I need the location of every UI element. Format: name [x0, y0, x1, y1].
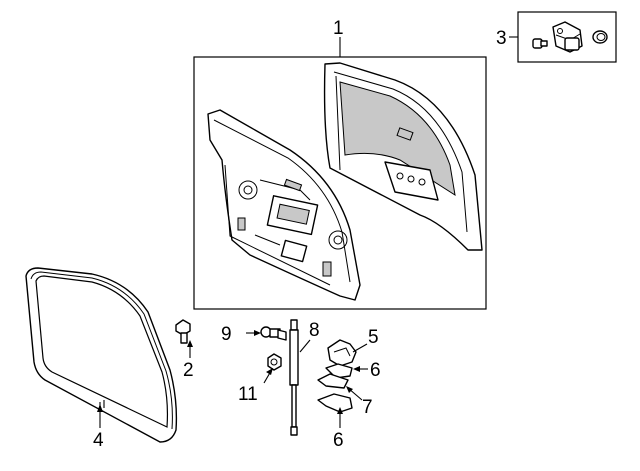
liftgate-outer-panel: [323, 62, 483, 251]
weatherstrip-seal: 4: [25, 267, 178, 451]
callout-3: 3: [496, 28, 507, 49]
liftgate-assembly: 1: [193, 18, 487, 310]
callout-9-leader: [299, 339, 311, 353]
callout-7: 7: [362, 397, 373, 418]
hinge-bolt: [532, 38, 548, 49]
liftgate-inner-panel: [207, 109, 361, 301]
callout-6: 6: [333, 430, 344, 451]
callout-2: 2: [183, 360, 194, 381]
callout-8: 6: [370, 360, 381, 381]
callout-9: 8: [309, 320, 320, 341]
ball-stud: 9: [221, 324, 287, 345]
bolt: 2: [175, 319, 194, 381]
callout-5: 5: [368, 327, 379, 348]
callout-10: 9: [221, 324, 232, 345]
latch-plate: 7: [317, 373, 373, 418]
latch-bracket: 6: [317, 393, 353, 451]
callout-5-leader: [352, 343, 368, 353]
callout-1: 1: [333, 18, 344, 39]
latch: 5: [327, 327, 379, 367]
hinge-bracket: [552, 21, 583, 53]
nut: 11: [238, 353, 282, 405]
callout-4: 4: [93, 430, 104, 451]
callout-11: 11: [238, 384, 258, 405]
lift-support-strut: 8: [289, 319, 320, 436]
hinge-cap: [592, 30, 608, 44]
hinge-kit: 3: [496, 11, 617, 63]
